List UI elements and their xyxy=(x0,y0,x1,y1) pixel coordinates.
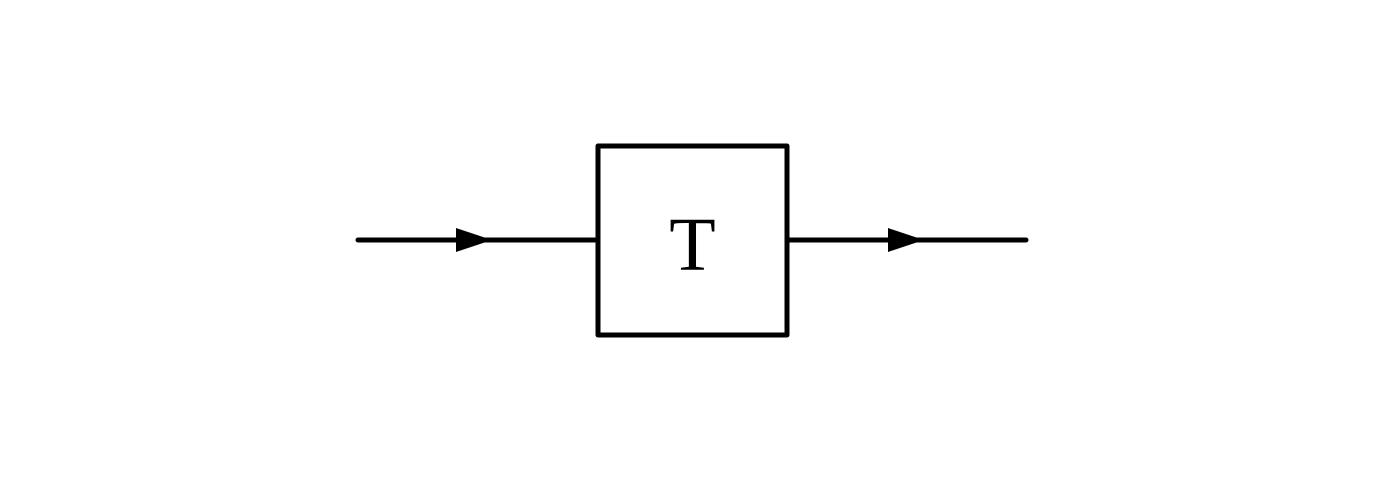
output-signal xyxy=(784,228,1029,252)
output-arrowhead-icon xyxy=(888,228,924,252)
block-label: T xyxy=(669,203,715,287)
input-signal xyxy=(355,228,601,252)
transfer-block: T xyxy=(595,143,790,338)
input-arrowhead-icon xyxy=(456,228,492,252)
